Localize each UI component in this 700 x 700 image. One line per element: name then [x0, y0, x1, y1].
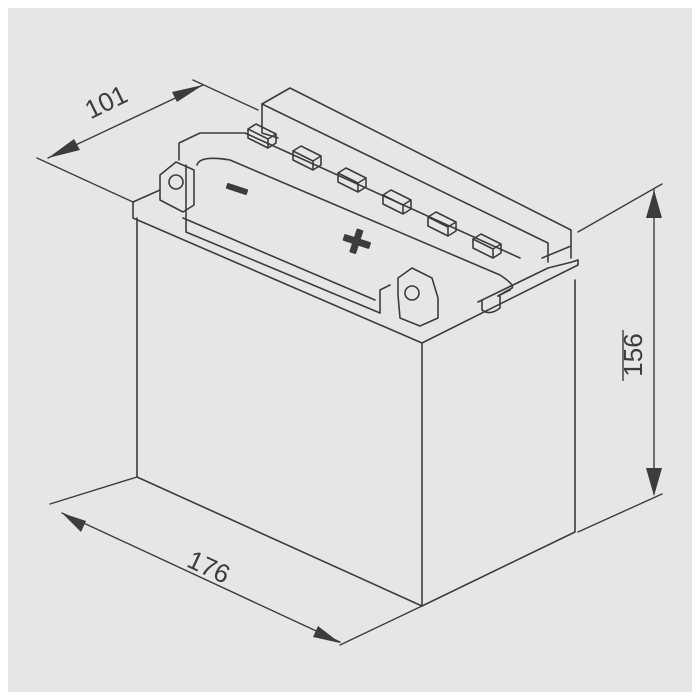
length-arrow-right [313, 626, 340, 643]
width-arrow-left [48, 139, 80, 158]
positive-symbol [342, 228, 371, 255]
length-arrow-left [62, 513, 86, 532]
terminal-bar-top [178, 132, 521, 259]
vent-tube-end [481, 295, 501, 314]
lid-front-edge [132, 201, 579, 344]
left-lug-body [159, 161, 195, 213]
terminal-bar [178, 132, 521, 314]
width-arrow-right [172, 85, 203, 102]
right-lug-hole [404, 285, 420, 301]
height-arrow-bottom [646, 468, 662, 496]
positive-terminal-lug [397, 267, 439, 327]
right-lug-body [397, 267, 439, 327]
terminal-bar-right-end [497, 289, 511, 297]
negative-terminal-lug [159, 161, 195, 213]
terminal-bar-front [185, 164, 381, 314]
vent-caps [247, 123, 502, 259]
height-extension-bottom [577, 493, 663, 533]
panel-background [8, 8, 692, 692]
height-arrow-top [646, 190, 662, 218]
negative-symbol [225, 183, 249, 195]
height-extension-top [577, 183, 663, 233]
terminal-bar-inner [196, 157, 514, 297]
width-extension-back [192, 79, 259, 111]
left-lug-hole [168, 174, 184, 190]
width-extension-front [36, 157, 134, 203]
length-extension-left [49, 476, 138, 505]
battery-lid [132, 189, 579, 344]
drawing-panel: 101 156 176 [8, 8, 692, 692]
terminal-bar-lower [182, 217, 376, 301]
vent-cap [382, 189, 412, 215]
lid-right-top [477, 259, 579, 303]
vent-cap [292, 145, 322, 171]
lid-left-top [132, 189, 161, 203]
ridge-right-face [541, 245, 572, 259]
terminal-bar-end [379, 284, 391, 314]
length-dimension-line [61, 512, 341, 643]
vent-tube [481, 295, 501, 314]
dimension-arrowheads [48, 85, 662, 643]
vent-cap [472, 233, 502, 259]
length-extension-right [339, 605, 423, 646]
vent-cap [427, 211, 457, 237]
ridge-top-edge [261, 87, 572, 259]
vent-cap [337, 167, 367, 193]
vent-cap [247, 123, 277, 149]
battery-diagram: 101 156 176 [8, 8, 692, 692]
